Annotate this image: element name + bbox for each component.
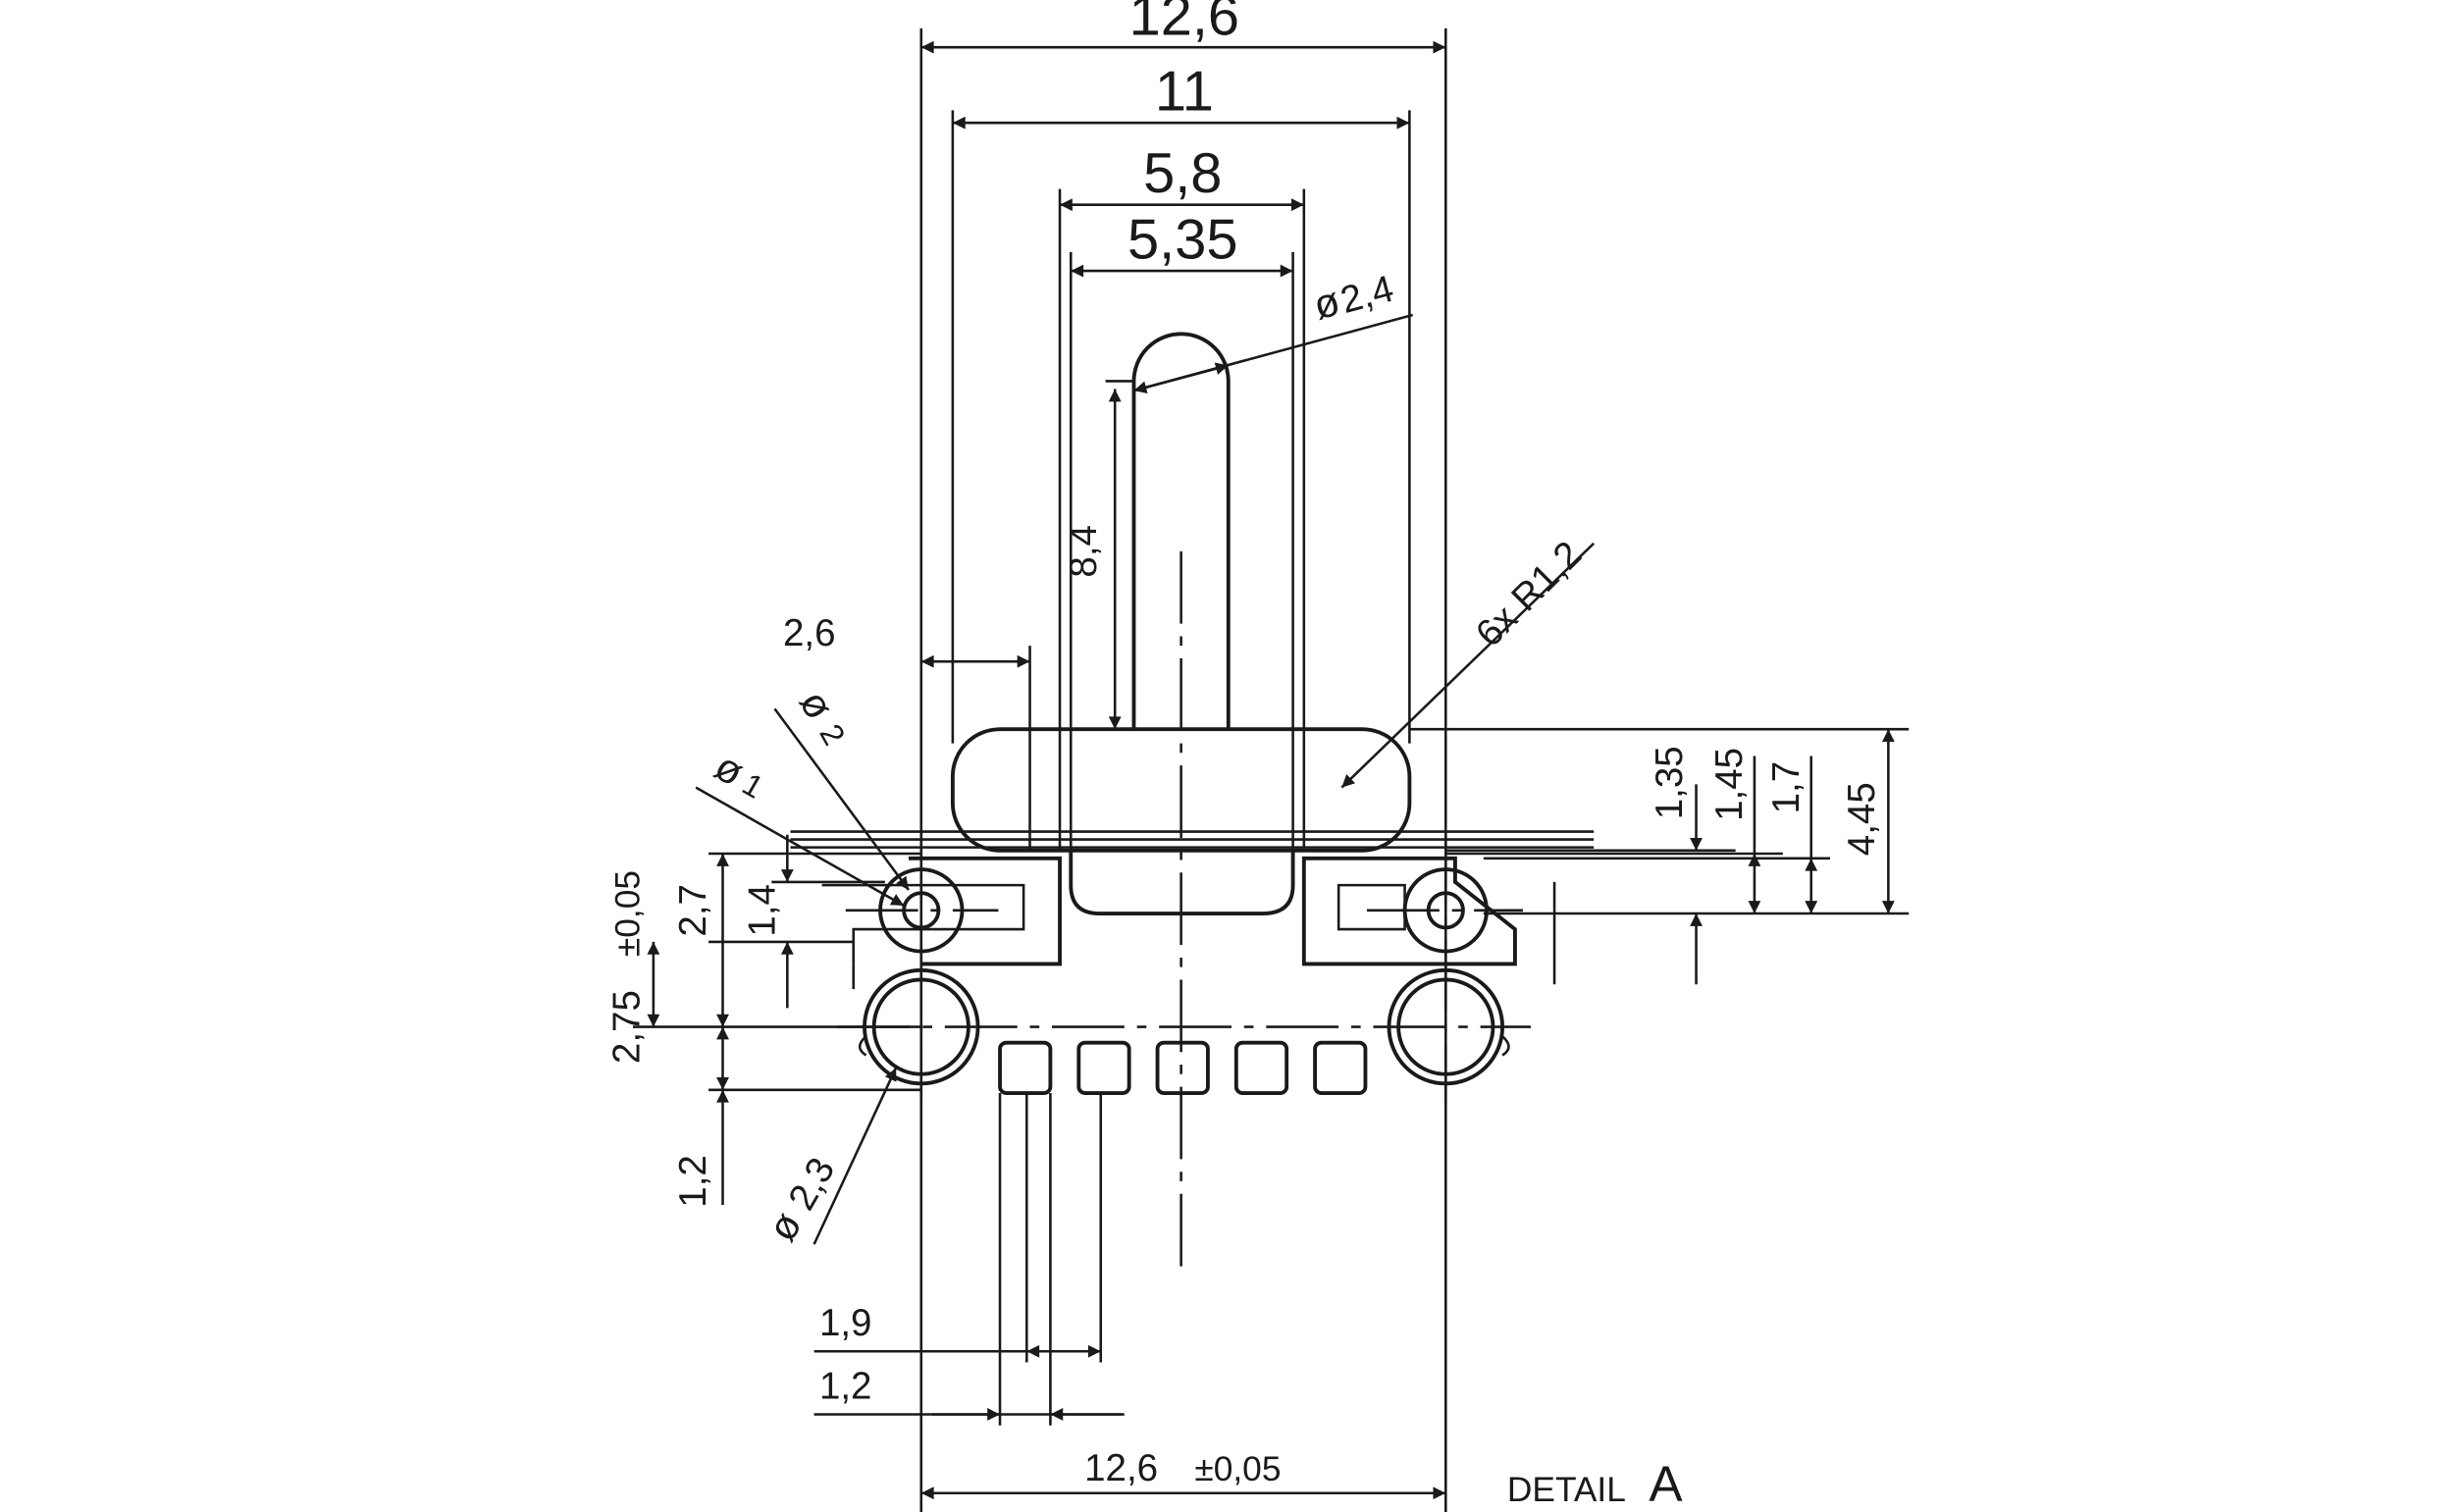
detail-prefix: DETAIL bbox=[1507, 1471, 1626, 1509]
dim-h-4-45: 4,45 bbox=[1841, 782, 1883, 856]
dim-h-1-7: 1,7 bbox=[1765, 761, 1808, 814]
center-lines bbox=[837, 550, 1531, 1277]
dim-left-offset: 2,6 bbox=[783, 612, 836, 654]
dim-h-1-45: 1,45 bbox=[1708, 748, 1751, 821]
dim-hole-d2: 2 bbox=[812, 718, 852, 751]
dimension-labels: 12,6 11 5,8 5,35 ø 2,4 8,4 6x R1,2 2,6 ø… bbox=[605, 0, 1882, 1512]
dim-h-1-35: 1,35 bbox=[1649, 746, 1691, 819]
dim-slot-width-inner: 5,35 bbox=[1127, 208, 1237, 271]
dim-pad-width: 1,2 bbox=[819, 1365, 872, 1407]
dimension-lines bbox=[647, 40, 1895, 1500]
dim-pin-diameter: 2,3 bbox=[780, 1151, 843, 1218]
dim-radius-note: 6x R1,2 bbox=[1468, 533, 1590, 654]
dim-h-tol: ±0,05 bbox=[608, 870, 647, 957]
dim-inner-width: 11 bbox=[1155, 60, 1214, 123]
pin-diameter-symbol: ø bbox=[759, 1204, 811, 1249]
dim-pitch: 1,9 bbox=[819, 1302, 872, 1344]
part-outline bbox=[790, 332, 1595, 1426]
hole-d2-symbol: ø bbox=[791, 682, 843, 727]
dim-slot-length: 8,4 bbox=[1063, 525, 1105, 578]
dim-h-2-75: 2,75 bbox=[605, 990, 648, 1064]
detail-letter: A bbox=[1649, 1456, 1683, 1512]
dim-slot-diameter: 2,4 bbox=[1336, 268, 1398, 322]
dim-bottom-tol: ±0,05 bbox=[1194, 1450, 1281, 1488]
dim-h-1-2: 1,2 bbox=[672, 1155, 714, 1208]
dim-slot-width-outer: 5,8 bbox=[1143, 142, 1222, 205]
dim-bottom-width: 12,6 bbox=[1084, 1447, 1158, 1489]
dim-h-1-4: 1,4 bbox=[741, 884, 783, 937]
dim-h-2-7: 2,7 bbox=[672, 884, 714, 937]
dim-top-width: 12,6 bbox=[1129, 0, 1239, 47]
